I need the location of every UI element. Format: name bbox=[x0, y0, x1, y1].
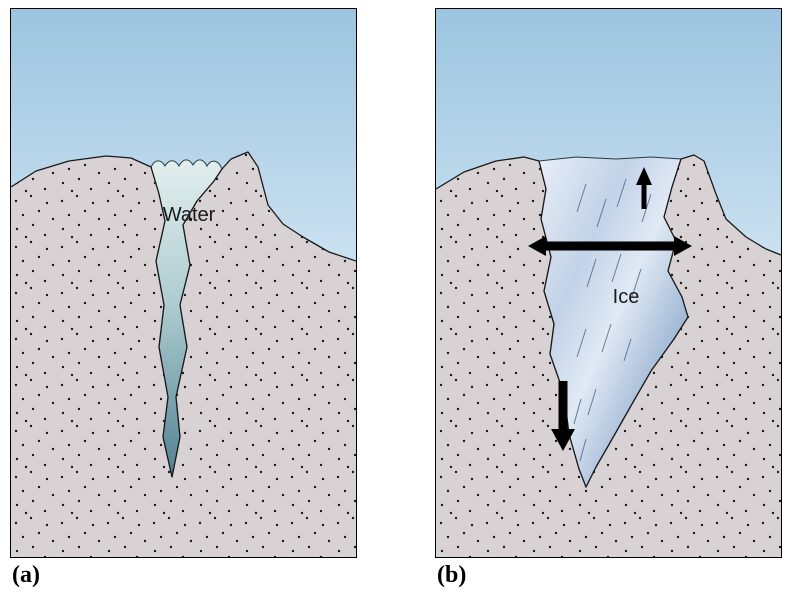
panel-b: Ice bbox=[435, 8, 782, 558]
caption-b: (b) bbox=[437, 562, 467, 588]
panel-b-canvas: Ice bbox=[435, 8, 782, 558]
horizontal-expansion-arrow-icon bbox=[528, 236, 692, 256]
down-arrow-icon bbox=[551, 381, 575, 451]
rock-stipple-texture bbox=[436, 155, 781, 557]
terrain-crack-outline bbox=[11, 151, 356, 478]
caption-a: (a) bbox=[12, 562, 40, 588]
ice-label: Ice bbox=[613, 286, 640, 308]
water-label: Water bbox=[163, 204, 216, 226]
rock-stipple-texture bbox=[11, 152, 356, 557]
panel-a: Water bbox=[10, 8, 357, 558]
up-arrow-icon bbox=[636, 167, 652, 209]
panel-a-canvas: Water bbox=[10, 8, 357, 558]
ice-streaks bbox=[573, 178, 652, 462]
terrain-crack-outline bbox=[436, 154, 781, 488]
